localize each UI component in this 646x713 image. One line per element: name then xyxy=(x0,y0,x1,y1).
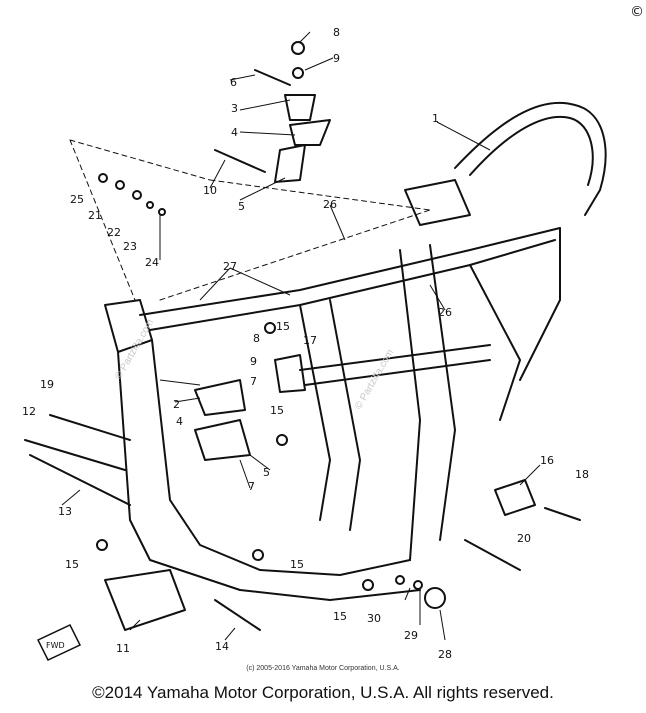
part-23 xyxy=(146,201,154,209)
callout-26b: 26 xyxy=(438,306,452,319)
part-21 xyxy=(115,180,125,190)
rear-down-tube xyxy=(399,249,421,561)
frame-backbone xyxy=(139,227,561,316)
callout-6: 6 xyxy=(230,76,237,89)
callout-27: 27 xyxy=(223,260,237,273)
center-tube xyxy=(299,304,331,521)
callout-16: 16 xyxy=(540,454,554,467)
dashed-bracket-lines xyxy=(69,139,431,301)
frame-top-rail xyxy=(454,101,607,216)
engine-bracket-lower xyxy=(274,144,306,183)
callout-29: 29 xyxy=(404,629,418,642)
cross-tube xyxy=(299,344,491,371)
callout-8: 8 xyxy=(333,26,340,39)
nut-15b xyxy=(252,549,264,561)
bolt-6 xyxy=(254,69,291,86)
callout-9b: 9 xyxy=(250,355,257,368)
bolt-14 xyxy=(214,599,261,631)
watermark-1: © Partzilla.com xyxy=(113,318,156,382)
bolt-8-head xyxy=(291,41,305,55)
fwd-label: FWD xyxy=(46,641,65,650)
nut-15d xyxy=(276,434,288,446)
callout-1: 1 xyxy=(432,112,439,125)
frame-top-rail-inner xyxy=(469,116,594,186)
nut-30 xyxy=(395,575,405,585)
callout-15b: 15 xyxy=(276,320,290,333)
callout-4: 4 xyxy=(231,126,238,139)
callout-7b: 7 xyxy=(248,480,255,493)
tank-mount-plate xyxy=(404,179,471,226)
seat-rail xyxy=(469,264,521,421)
lower-cradle xyxy=(239,589,421,601)
corner-copyright-symbol: © xyxy=(630,4,644,20)
bolt-12 xyxy=(24,439,126,471)
part-22 xyxy=(132,190,142,200)
cross-tube-2 xyxy=(304,359,491,386)
callout-15e: 15 xyxy=(333,610,347,623)
lower-cradle-2 xyxy=(259,559,411,576)
front-down-tube xyxy=(117,351,241,591)
engine-bracket-mid xyxy=(289,119,331,146)
bracket-left-4 xyxy=(194,419,251,461)
callout-24: 24 xyxy=(145,256,159,269)
footer-copyright: ©2014 Yamaha Motor Corporation, U.S.A. A… xyxy=(92,683,554,702)
nut-15a xyxy=(96,539,108,551)
callout-15c: 15 xyxy=(270,404,284,417)
callout-23: 23 xyxy=(123,240,137,253)
callout-5: 5 xyxy=(238,200,245,213)
callout-25: 25 xyxy=(70,193,84,206)
center-tube-2 xyxy=(329,299,361,531)
plate-16 xyxy=(494,479,536,516)
bracket-left-2 xyxy=(194,379,246,416)
callout-2: 2 xyxy=(173,398,180,411)
callout-19: 19 xyxy=(40,378,54,391)
callout-4b: 4 xyxy=(176,415,183,428)
callout-13: 13 xyxy=(58,505,72,518)
callout-28: 28 xyxy=(438,648,452,661)
callout-11: 11 xyxy=(116,642,130,655)
callout-26a: 26 xyxy=(323,198,337,211)
bolt-10 xyxy=(214,149,266,173)
callout-18: 18 xyxy=(575,468,589,481)
callout-12: 12 xyxy=(22,405,36,418)
callout-5b: 5 xyxy=(263,466,270,479)
nut-15e xyxy=(362,579,374,591)
callout-30: 30 xyxy=(367,612,381,625)
rear-down-tube-2 xyxy=(429,244,456,541)
callout-3: 3 xyxy=(231,102,238,115)
nut-15c xyxy=(264,322,276,334)
callout-7: 7 xyxy=(250,375,257,388)
callout-17: 17 xyxy=(303,334,317,347)
fwd-arrow-icon: FWD xyxy=(36,624,82,661)
callout-21: 21 xyxy=(88,209,102,222)
callout-15d: 15 xyxy=(290,558,304,571)
callout-14: 14 xyxy=(215,640,229,653)
bracket-17 xyxy=(274,354,306,393)
callout-10: 10 xyxy=(203,184,217,197)
callout-15a: 15 xyxy=(65,558,79,571)
watermark-2: © Partzilla.com xyxy=(353,348,396,412)
engine-bracket-upper xyxy=(284,94,316,121)
bolt-19 xyxy=(49,414,131,441)
washer-9 xyxy=(292,67,304,79)
bolt-20 xyxy=(464,539,521,571)
seat-rail-2 xyxy=(519,227,561,381)
cover-11 xyxy=(104,569,186,631)
frame-backbone-lower xyxy=(149,239,556,331)
part-25 xyxy=(98,173,108,183)
washer-29 xyxy=(413,580,423,590)
callout-9: 9 xyxy=(333,52,340,65)
callout-22: 22 xyxy=(107,226,121,239)
bolt-18 xyxy=(544,507,581,521)
front-down-tube-2 xyxy=(151,339,261,571)
callout-20: 20 xyxy=(517,532,531,545)
bolt-13 xyxy=(29,454,131,506)
callout-8b: 8 xyxy=(253,332,260,345)
small-copyright: (c) 2005-2016 Yamaha Motor Corporation, … xyxy=(246,665,399,672)
part-24 xyxy=(158,208,166,216)
grommet-28 xyxy=(424,587,446,609)
